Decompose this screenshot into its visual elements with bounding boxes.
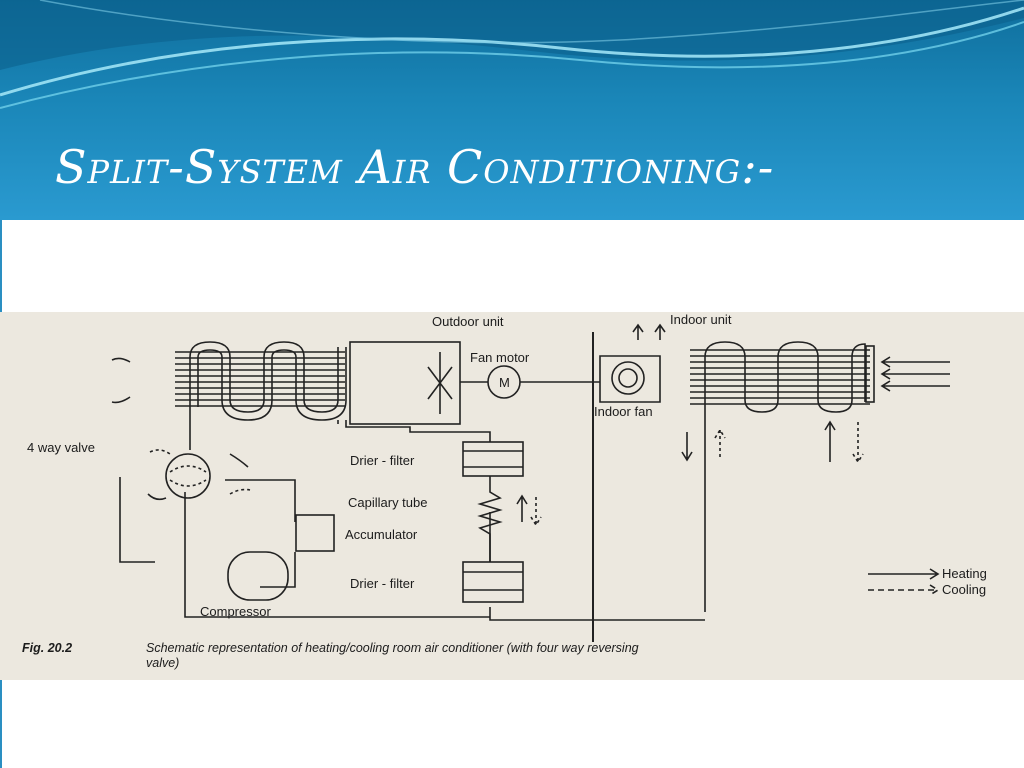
legend-cooling-label: Cooling — [942, 582, 986, 597]
four-way-valve-label: 4 way valve — [27, 440, 95, 455]
capillary-tube — [477, 476, 503, 562]
caption-line-2: valve) — [146, 656, 179, 670]
four-way-valve — [165, 453, 211, 499]
drier-filter-top — [462, 441, 524, 477]
motor-symbol: M — [499, 375, 510, 390]
fan-blade-icon — [427, 352, 453, 414]
slide-title: Split-System Air Conditioning:- — [55, 140, 775, 194]
drier-filter-bottom — [462, 561, 524, 603]
schematic-diagram: Outdoor unit Indoor unit Fan motor M Ind… — [22, 312, 987, 670]
caption-line-1: Schematic representation of heating/cool… — [146, 641, 639, 655]
accumulator-box — [295, 514, 335, 552]
drier-filter-top-label: Drier - filter — [350, 453, 415, 468]
accumulator-label: Accumulator — [345, 527, 418, 542]
outdoor-coil — [175, 341, 347, 421]
figure-number: Fig. 20.2 — [22, 641, 72, 655]
compressor-label: Compressor — [200, 604, 271, 619]
slide-header: Split-System Air Conditioning:- — [0, 0, 1024, 220]
indoor-fan-circle — [611, 361, 645, 395]
schematic-figure: Outdoor unit Indoor unit Fan motor M Ind… — [0, 312, 1024, 680]
drier-filter-bottom-label: Drier - filter — [350, 576, 415, 591]
indoor-unit-label: Indoor unit — [670, 312, 732, 327]
capillary-tube-label: Capillary tube — [348, 495, 428, 510]
header-wave-decoration — [0, 0, 1024, 109]
indoor-fan-label: Indoor fan — [594, 404, 653, 419]
legend-heating-line — [868, 568, 940, 580]
indoor-coil — [690, 341, 875, 612]
legend-heating-label: Heating — [942, 566, 987, 581]
outdoor-fan-housing — [349, 341, 461, 425]
outdoor-unit-label: Outdoor unit — [432, 314, 504, 329]
legend-cooling-line — [868, 584, 940, 596]
compressor-body — [227, 551, 289, 601]
fan-motor-label: Fan motor — [470, 350, 530, 365]
